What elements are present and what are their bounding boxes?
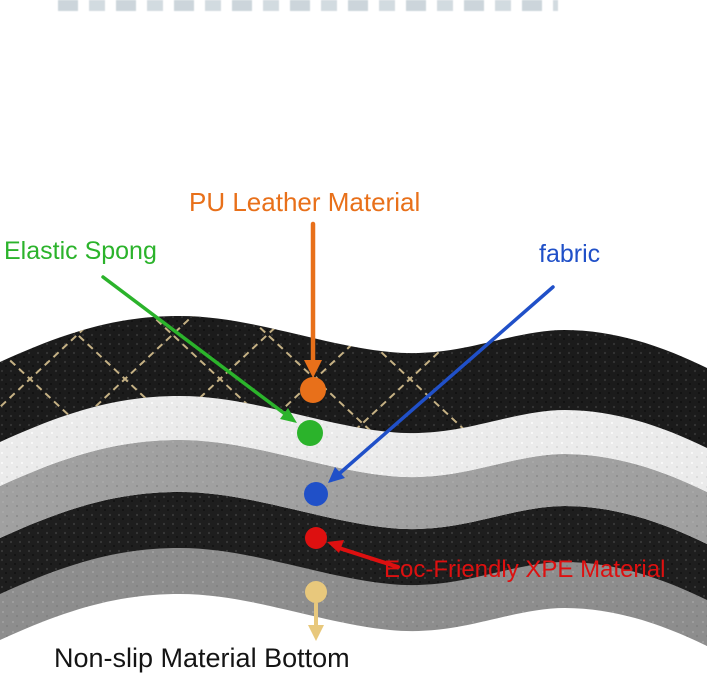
xpe-material-label: Eoc-Friendly XPE Material xyxy=(384,556,666,583)
cropped-top-text xyxy=(58,0,558,11)
layer-marker-dots xyxy=(297,377,328,603)
mat-layers xyxy=(0,316,707,646)
pu-leather-dot xyxy=(300,377,326,403)
xpe-arrow xyxy=(327,540,400,569)
xpe-foam-texture xyxy=(0,492,707,600)
elastic-sponge-dot xyxy=(297,420,323,446)
non-slip-dot xyxy=(305,581,327,603)
callout-arrows xyxy=(101,221,555,641)
fabric-label: fabric xyxy=(539,240,601,268)
pu-leather-texture xyxy=(0,316,707,448)
non-slip-bottom-label: Non-slip Material Bottom xyxy=(54,643,350,673)
xpe-dot xyxy=(305,527,327,549)
fabric-texture xyxy=(0,440,707,544)
elastic-sponge-label: Elastic Spong xyxy=(4,237,157,265)
elastic-sponge-arrow xyxy=(101,275,297,423)
pu-leather-label: PU Leather Material xyxy=(189,187,421,217)
non-slip-arrow xyxy=(308,602,324,641)
elastic-sponge-texture xyxy=(0,388,707,492)
leather-stitching xyxy=(0,316,501,436)
fabric-arrow xyxy=(328,285,555,483)
non-slip-bottom-texture xyxy=(0,546,707,646)
pu-leather-arrow xyxy=(304,221,322,378)
fabric-dot xyxy=(304,482,328,506)
